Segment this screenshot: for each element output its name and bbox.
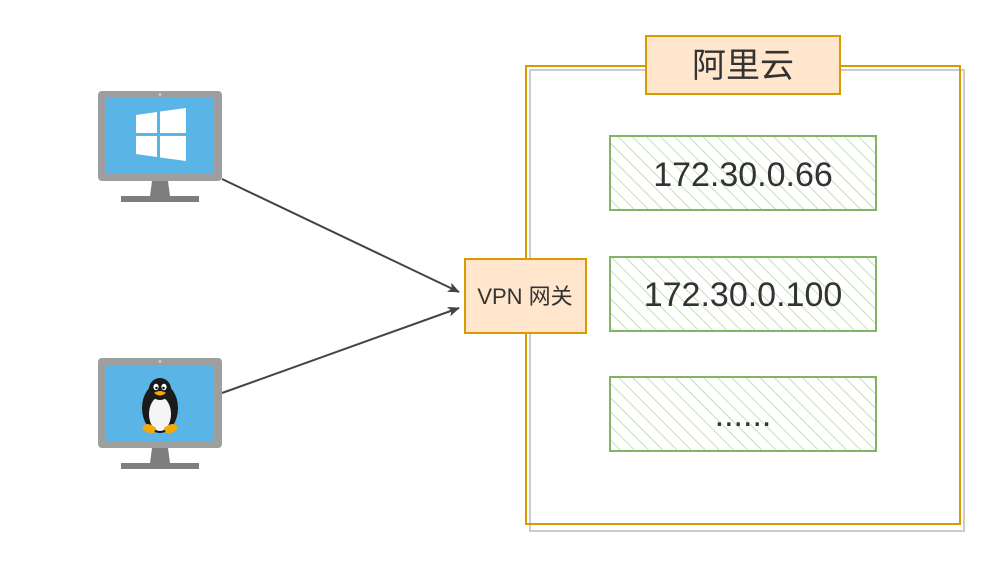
cloud-title: 阿里云 bbox=[692, 46, 794, 86]
vpn-gateway-box[interactable]: VPN 网关 bbox=[464, 258, 587, 334]
connection-arrows bbox=[221, 178, 460, 394]
linux-tux-icon bbox=[142, 378, 178, 434]
cloud-title-box[interactable]: 阿里云 bbox=[645, 35, 841, 95]
host-box[interactable]: 172.30.0.100 bbox=[609, 256, 877, 332]
arrow-linux-to-gateway bbox=[221, 307, 460, 394]
windows-client[interactable] bbox=[98, 91, 222, 202]
vpn-gateway-label: VPN 网关 bbox=[477, 284, 572, 309]
host-box[interactable]: ...... bbox=[609, 376, 877, 452]
host-ip-label: ...... bbox=[715, 396, 772, 434]
linux-client[interactable] bbox=[98, 358, 222, 469]
windows-icon bbox=[136, 108, 186, 161]
host-ip-label: 172.30.0.100 bbox=[644, 276, 843, 314]
host-box[interactable]: 172.30.0.66 bbox=[609, 135, 877, 211]
host-ip-label: 172.30.0.66 bbox=[653, 156, 833, 194]
arrow-windows-to-gateway bbox=[221, 178, 460, 293]
